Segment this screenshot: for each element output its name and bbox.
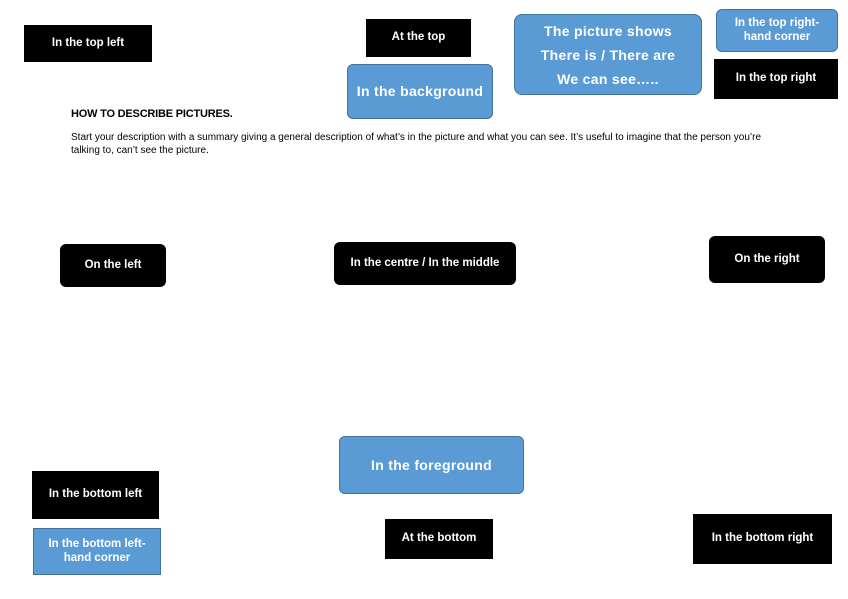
label-at-the-top: At the top — [366, 19, 471, 57]
label-centre: In the centre / In the middle — [334, 242, 516, 285]
label-foreground: In the foreground — [339, 436, 524, 494]
label-bottom-left: In the bottom left — [32, 471, 159, 519]
label-bottom-left-corner: In the bottom left- hand corner — [33, 528, 161, 575]
top-right-corner-line-1: In the top right- — [734, 16, 820, 29]
label-top-right-text: In the top right — [735, 72, 817, 85]
label-on-the-left: On the left — [60, 244, 166, 287]
bottom-left-corner-line-2: hand corner — [63, 551, 131, 564]
label-picture-shows: The picture shows There is / There are W… — [514, 14, 702, 95]
label-bottom-right: In the bottom right — [693, 514, 832, 564]
label-at-the-top-text: At the top — [391, 31, 446, 44]
document-heading: HOW TO DESCRIBE PICTURES. — [71, 108, 233, 120]
label-top-left: In the top left — [24, 25, 152, 62]
picture-shows-line-1: The picture shows — [543, 22, 672, 39]
label-bottom-left-text: In the bottom left — [48, 488, 143, 501]
label-top-left-text: In the top left — [51, 36, 125, 49]
label-at-the-bottom-text: At the bottom — [401, 532, 477, 545]
label-on-the-right-text: On the right — [734, 252, 800, 265]
label-bottom-right-text: In the bottom right — [711, 532, 814, 545]
picture-shows-line-2: There is / There are — [540, 46, 676, 63]
bottom-left-corner-line-1: In the bottom left- — [48, 537, 146, 550]
label-top-right-corner: In the top right- hand corner — [716, 9, 838, 52]
top-right-corner-line-2: hand corner — [743, 30, 811, 43]
label-background: In the background — [347, 64, 493, 119]
label-foreground-text: In the foreground — [371, 456, 492, 473]
label-on-the-right: On the right — [709, 236, 825, 283]
picture-shows-line-3: We can see….. — [557, 70, 659, 87]
label-centre-text: In the centre / In the middle — [350, 256, 500, 269]
label-on-the-left-text: On the left — [84, 258, 142, 271]
label-top-right: In the top right — [714, 59, 838, 99]
document-paragraph: Start your description with a summary gi… — [71, 132, 762, 156]
label-at-the-bottom: At the bottom — [385, 519, 493, 559]
label-background-text: In the background — [356, 83, 484, 100]
